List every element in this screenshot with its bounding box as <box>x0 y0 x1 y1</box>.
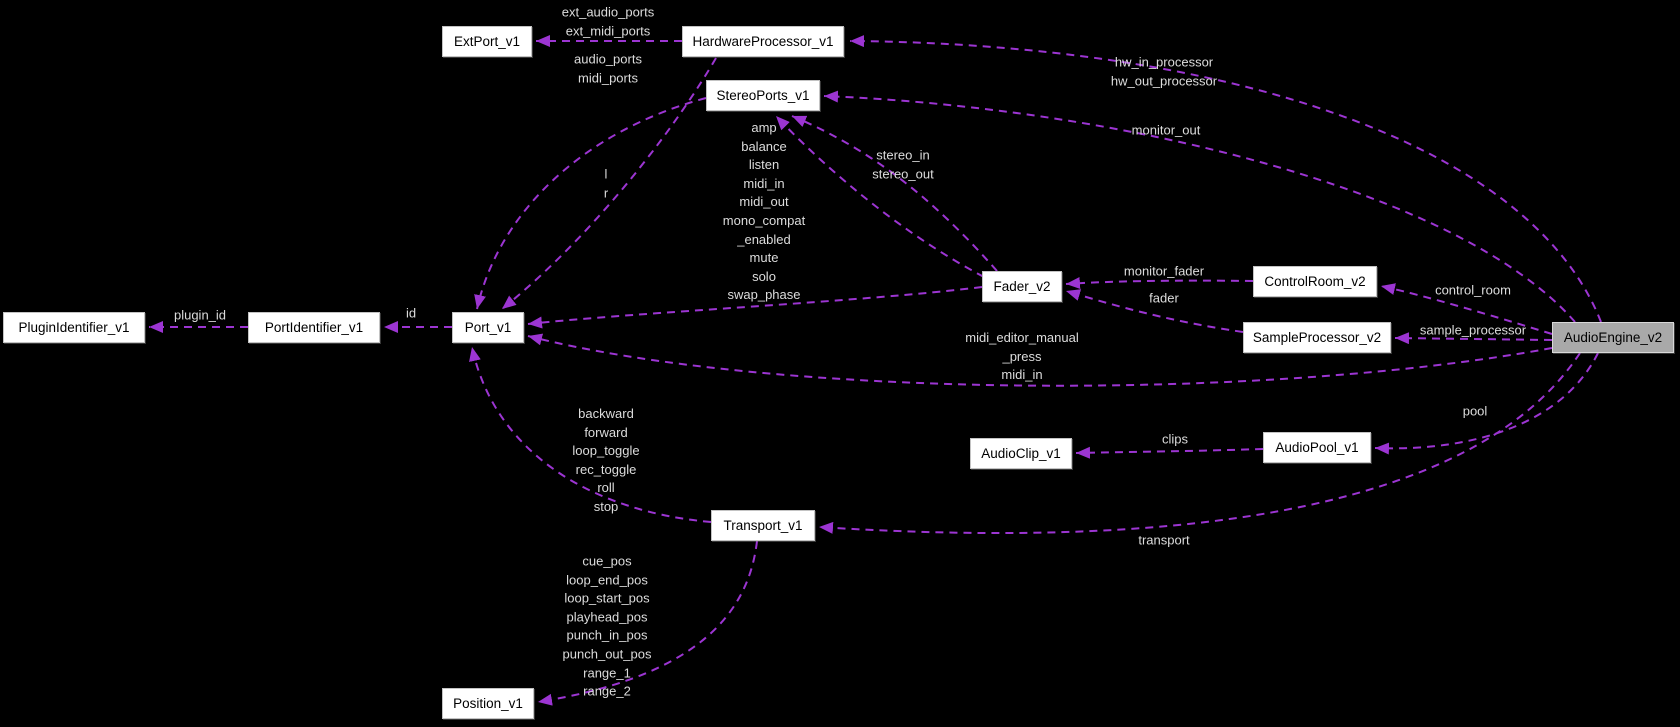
class-node-stereoports[interactable]: StereoPorts_v1 <box>706 80 820 111</box>
edge-fader-stereo-2 <box>775 115 985 278</box>
edge-engine-pool <box>1374 352 1599 455</box>
class-node-pluginidentifier[interactable]: PluginIdentifier_v1 <box>3 312 145 343</box>
class-node-fader[interactable]: Fader_v2 <box>982 271 1062 302</box>
edge-engine-sampleprocessor <box>1394 332 1553 345</box>
edge-sampleprocessor-fader <box>1065 289 1244 333</box>
edge-pool-clip <box>1075 446 1264 459</box>
class-node-sampleprocessor[interactable]: SampleProcessor_v2 <box>1243 322 1391 353</box>
class-node-hardwareprocessor[interactable]: HardwareProcessor_v1 <box>682 26 844 57</box>
class-node-position[interactable]: Position_v1 <box>442 688 534 719</box>
class-node-transport[interactable]: Transport_v1 <box>711 510 815 541</box>
class-node-port[interactable]: Port_v1 <box>452 312 524 343</box>
edge-transport-position <box>537 540 758 706</box>
edge-engine-hp <box>849 35 1602 323</box>
edge-fader-stereo-1 <box>791 115 998 272</box>
class-node-controlroom[interactable]: ControlRoom_v2 <box>1253 266 1377 297</box>
class-node-extport[interactable]: ExtPort_v1 <box>442 26 532 57</box>
edge-transport-port <box>469 346 712 523</box>
class-node-portidentifier[interactable]: PortIdentifier_v1 <box>248 312 380 343</box>
edge-engine-stereo <box>823 90 1576 323</box>
edge-engine-port <box>527 333 1553 387</box>
class-node-audiopool[interactable]: AudioPool_v1 <box>1263 432 1371 463</box>
edge-engine-controlroom <box>1380 283 1553 335</box>
class-node-audioengine[interactable]: AudioEngine_v2 <box>1552 322 1674 353</box>
class-node-audioclip[interactable]: AudioClip_v1 <box>970 438 1072 469</box>
edge-hp-port <box>501 57 717 310</box>
edge-fader-port <box>527 286 983 329</box>
edge-engine-transport <box>818 352 1581 534</box>
edge-controlroom-fader <box>1065 277 1254 290</box>
edge-stereo-port <box>474 97 707 310</box>
